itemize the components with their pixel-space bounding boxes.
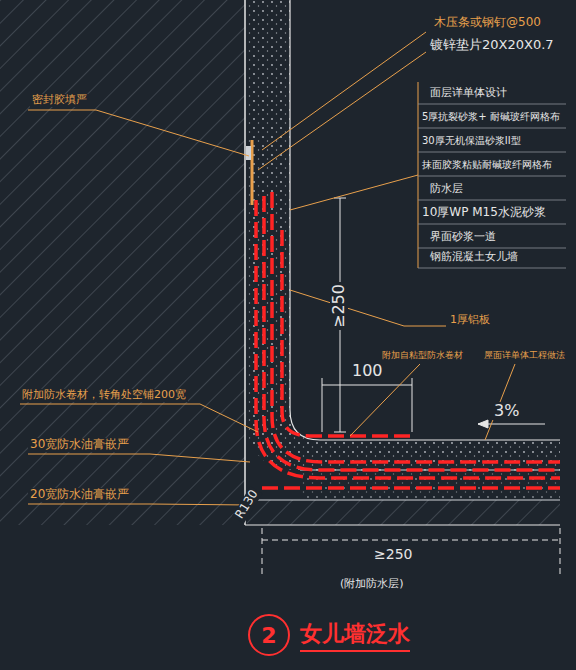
- slab-line: [245, 524, 560, 525]
- rule: [418, 128, 566, 129]
- layer-item: 10厚WP M15水泥砂浆: [420, 206, 548, 220]
- layer-item: 30厚无机保温砂浆II型: [420, 135, 523, 147]
- additional-membrane: [282, 230, 412, 436]
- leader-line: [28, 110, 249, 156]
- layer-item: 抹面胶浆粘贴耐碱玻纤网格布: [420, 159, 554, 171]
- layer-item: 5厚抗裂砂浆+ 耐碱玻纤网格布: [420, 111, 562, 123]
- additional-membrane: [262, 486, 560, 490]
- rule: [418, 104, 566, 105]
- dim-ext: [412, 378, 413, 432]
- dimension: ≥250: [372, 546, 414, 562]
- dim-line: [262, 540, 560, 541]
- concrete-wall: [0, 0, 245, 525]
- material-note: 1厚铝板: [448, 314, 492, 327]
- leader-line: [290, 175, 418, 210]
- slab-top: [247, 500, 560, 501]
- waterproof-layers: [256, 192, 560, 488]
- rule: [418, 200, 566, 201]
- dim-ext: [322, 378, 323, 432]
- arrow-head: [478, 420, 488, 428]
- dim-ext: [262, 528, 263, 575]
- roof-screed: [300, 470, 560, 500]
- leader-line: [28, 454, 250, 462]
- leader-line: [20, 404, 258, 432]
- material-note: 20宽防水油膏嵌严: [28, 488, 131, 502]
- rule: [418, 152, 566, 153]
- layer-item: 界面砂浆一道: [428, 231, 498, 244]
- material-note: 附加自粘型防水卷材: [380, 350, 465, 360]
- leader-line: [258, 52, 426, 170]
- dimension: ≥250: [330, 282, 348, 330]
- sealant: [246, 146, 251, 160]
- wall-face: [244, 0, 246, 525]
- rule: [418, 176, 566, 177]
- leader-line: [262, 32, 426, 150]
- rule: [418, 268, 566, 269]
- finish-surface: [290, 0, 560, 440]
- roof-slab: [247, 500, 560, 525]
- material-note: 屋面详单体工程做法: [482, 350, 567, 360]
- sealant-note: 密封胶填严: [30, 94, 89, 107]
- rule: [418, 224, 566, 225]
- layer-item: 钢筋混凝土女儿墙: [428, 251, 520, 264]
- dim-ext: [560, 528, 561, 575]
- leader-lines: [20, 32, 515, 505]
- dim-line: [322, 385, 412, 386]
- layer-item: 防水层: [428, 183, 465, 196]
- callout-circle: 2: [248, 614, 290, 656]
- waterproof-layer: [272, 192, 560, 462]
- dimension: 100: [350, 362, 385, 380]
- rule: [418, 248, 566, 249]
- material-note: 30宽防水油膏嵌严: [28, 438, 131, 452]
- fastener-note: 木压条或钢钉@500: [432, 16, 543, 30]
- layer-item: 面层详单体设计: [428, 87, 509, 100]
- list-rules: [418, 104, 566, 268]
- dimension-lines: [262, 198, 560, 575]
- insulation-layer: [247, 0, 560, 470]
- washer-note: 镀锌垫片20X20X0.7: [428, 38, 556, 53]
- callout-number: 2: [261, 623, 276, 648]
- leader-line: [28, 504, 250, 505]
- drawing-title: 女儿墙泛水: [300, 619, 410, 652]
- slope-label: 3%: [492, 402, 521, 420]
- dim-tick: [334, 432, 346, 433]
- material-note: 附加防水卷材，转角处空铺200宽: [20, 389, 188, 402]
- dimension-note: (附加防水层): [338, 578, 406, 591]
- leader-line: [290, 290, 446, 326]
- waterproof-layer: [256, 200, 560, 478]
- waterproof-layer: [264, 196, 560, 470]
